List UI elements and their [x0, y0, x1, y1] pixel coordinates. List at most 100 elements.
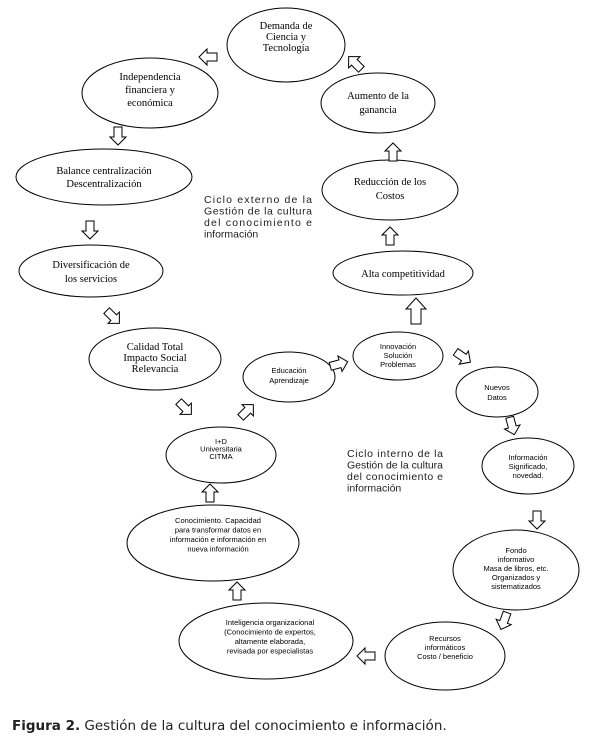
- text-line: Significado,: [509, 462, 548, 471]
- text-line: financiera y: [125, 85, 176, 96]
- text-line: Impacto Social: [123, 353, 186, 364]
- text-line: Balance centralización: [56, 166, 152, 177]
- text-line: del conocimiento e: [204, 217, 312, 229]
- node-inteligencia-organizacional: Inteligencia organizacional(Conocimiento…: [178, 602, 354, 680]
- text-line: Diversificación de: [52, 260, 130, 271]
- text-line: información e información en: [170, 535, 266, 544]
- text-line: Calidad Total: [127, 342, 184, 353]
- node-independencia-financiera: Independencia financiera y económica: [81, 57, 219, 129]
- text-line: Universitaria: [200, 445, 243, 454]
- text-line: Solución: [384, 351, 413, 360]
- text-line: Fondo: [505, 546, 526, 555]
- text-line: Inteligencia organizacional: [226, 618, 315, 627]
- text-line: Aumento de la: [347, 91, 409, 102]
- text-line: del conocimiento e: [347, 471, 443, 483]
- text-line: Ciencia y: [266, 32, 307, 43]
- text-line: (Conocimiento de expertos,: [224, 628, 316, 637]
- arrow-block-icon: [383, 142, 403, 162]
- text-line: Costo / beneficio: [417, 652, 473, 661]
- text-line: informáticos: [425, 643, 466, 652]
- arrow-block-icon: [328, 354, 349, 373]
- arrow-block-icon: [452, 347, 471, 365]
- node-alta-competitividad: Alta competitividad: [332, 250, 474, 296]
- text-line: sistematizados: [491, 582, 541, 591]
- arrow-block-icon: [380, 226, 400, 246]
- text-line: Problemas: [380, 360, 416, 369]
- text-line: información: [347, 483, 401, 495]
- svg-text:Alta competitividad: Alta competitividad: [361, 269, 445, 280]
- text-line: Conocimiento. Capacidad: [175, 516, 261, 525]
- arrow-block-icon: [495, 610, 513, 631]
- text-line: Ciclo interno de la: [347, 448, 443, 460]
- figure-caption-text: Gestión de la cultura del conocimiento e…: [80, 718, 447, 734]
- arrow-block-icon: [108, 126, 128, 146]
- text-line: Aprendizaje: [269, 376, 309, 385]
- arrow-block-icon: [356, 646, 376, 666]
- text-line: Gestión de la cultura: [204, 206, 312, 218]
- svg-text:Inteligencia organizacional(Co: Inteligencia organizacional(Conocimiento…: [224, 618, 316, 656]
- text-line: Alta competitividad: [361, 269, 445, 280]
- text-line: económica: [127, 98, 173, 109]
- arrow-block-icon: [227, 581, 247, 601]
- arrow-block-icon: [348, 56, 365, 73]
- text-line: Ciclo externo de la: [204, 194, 312, 206]
- text-line: Organizados y: [492, 573, 541, 582]
- text-line: Demanda de: [260, 21, 313, 32]
- node-diversificacion-servicios: Diversificación de los servicios: [18, 244, 164, 298]
- text-line: CITMA: [209, 452, 232, 461]
- text-line: Tecnología: [263, 43, 310, 54]
- text-line: Información: [508, 453, 547, 462]
- text-line: informativo: [498, 555, 535, 564]
- node-aumento-ganancia: Aumento de la ganancia: [320, 72, 436, 134]
- text-line: información: [204, 229, 258, 241]
- arrow-block-icon: [527, 510, 547, 530]
- arrow-block-icon: [103, 307, 120, 324]
- text-line: altamente elaborada,: [235, 637, 305, 646]
- text-line: los servicios: [65, 274, 117, 285]
- text-line: ganancia: [359, 105, 397, 116]
- text-line: Relevancia: [132, 364, 179, 375]
- text-line: Descentralización: [66, 179, 142, 190]
- text-line: Gestión de la cultura: [347, 460, 443, 472]
- text-line: para transformar datos en: [175, 526, 261, 535]
- text-line: Masa de libros, etc.: [483, 564, 548, 573]
- arrow-block-icon: [503, 415, 522, 436]
- text-line: Datos: [487, 393, 507, 402]
- figure-caption: Figura 2. Gestión de la cultura del cono…: [12, 718, 447, 734]
- text-line: Recursos: [429, 634, 461, 643]
- text-line: Independencia: [119, 72, 181, 83]
- arrow-block-icon: [198, 47, 218, 67]
- text-line: Reducción de los: [354, 177, 426, 188]
- text-line: novedad.: [513, 471, 544, 480]
- text-line: Innovación: [380, 342, 416, 351]
- arrow-block-icon: [175, 398, 192, 415]
- text-line: nueva información: [187, 545, 248, 554]
- arrow-block-icon: [237, 404, 254, 421]
- arrow-block-icon: [80, 220, 100, 240]
